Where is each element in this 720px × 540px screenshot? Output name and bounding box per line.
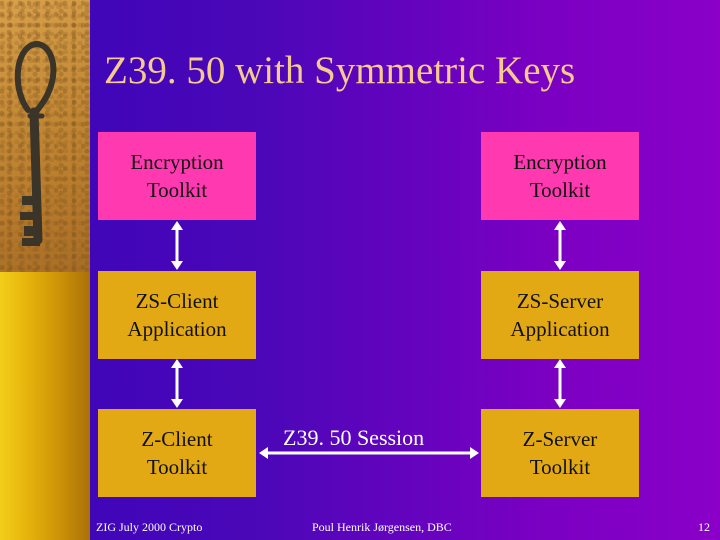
footer-left: ZIG July 2000 Crypto [96,520,203,534]
server-encryption-toolkit-label: Encryption Toolkit [513,150,607,202]
session-label: Z39. 50 Session [283,425,425,450]
z-client-toolkit-label: Z-Client Toolkit [141,427,213,479]
zs-client-application-label: ZS-Client Application [127,289,227,341]
z-server-toolkit-box: Z-Server Toolkit [481,409,639,497]
key-icon [14,41,57,246]
page-number: 12 [698,520,710,534]
slide-title: Z39. 50 with Symmetric Keys [104,49,576,92]
double-arrow-icon [171,221,183,270]
z-client-toolkit-box: Z-Client Toolkit [98,409,256,497]
server-encryption-toolkit-box: Encryption Toolkit [481,132,639,220]
footer-center: Poul Henrik Jørgensen, DBC [312,520,452,534]
session-double-arrow-icon [259,447,479,459]
key-photo [0,0,90,272]
double-arrow-icon [171,359,183,408]
client-encryption-toolkit-box: Encryption Toolkit [98,132,256,220]
z-server-toolkit-label: Z-Server Toolkit [522,427,598,479]
client-encryption-toolkit-label: Encryption Toolkit [130,150,224,202]
double-arrow-icon [554,221,566,270]
double-arrow-icon [554,359,566,408]
zs-client-application-box: ZS-Client Application [98,271,256,359]
zs-server-application-label: ZS-Server Application [510,289,610,341]
zs-server-application-box: ZS-Server Application [481,271,639,359]
